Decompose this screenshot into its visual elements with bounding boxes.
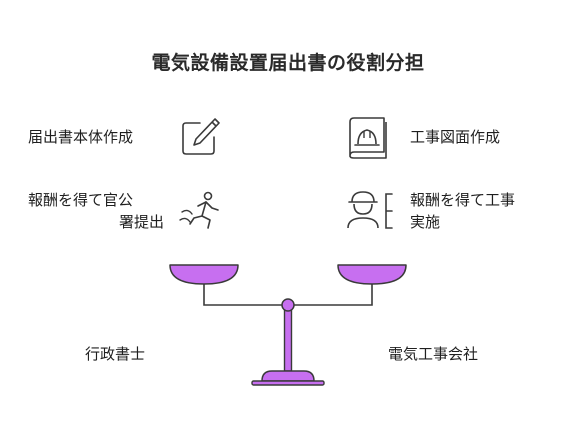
scale-foot: [251, 380, 325, 386]
scale-pivot: [281, 298, 295, 312]
left-item-document-creation: 届出書本体作成: [28, 128, 134, 146]
right-item-fee-construction-line1: 報酬を得て工事: [410, 191, 516, 209]
right-item-drawing-creation: 工事図面作成: [410, 128, 501, 146]
blueprint-helmet-icon: [344, 114, 392, 164]
scale-pillar: [283, 304, 293, 372]
worker-icon: [344, 188, 398, 236]
right-item-fee-construction-line2: 実施: [410, 213, 441, 231]
left-pan: [169, 264, 239, 285]
right-role-label: 電気工事会社: [388, 345, 479, 363]
right-pan: [337, 264, 407, 285]
diagram-title: 電気設備設置届出書の役割分担: [151, 52, 425, 74]
scale-base: [261, 370, 315, 382]
edit-document-icon: [178, 115, 222, 163]
left-item-fee-submission-line2: 署提出: [119, 213, 165, 231]
running-person-icon: [178, 188, 228, 236]
left-role-label: 行政書士: [85, 345, 146, 363]
left-item-fee-submission-line1: 報酬を得て官公: [28, 191, 134, 209]
